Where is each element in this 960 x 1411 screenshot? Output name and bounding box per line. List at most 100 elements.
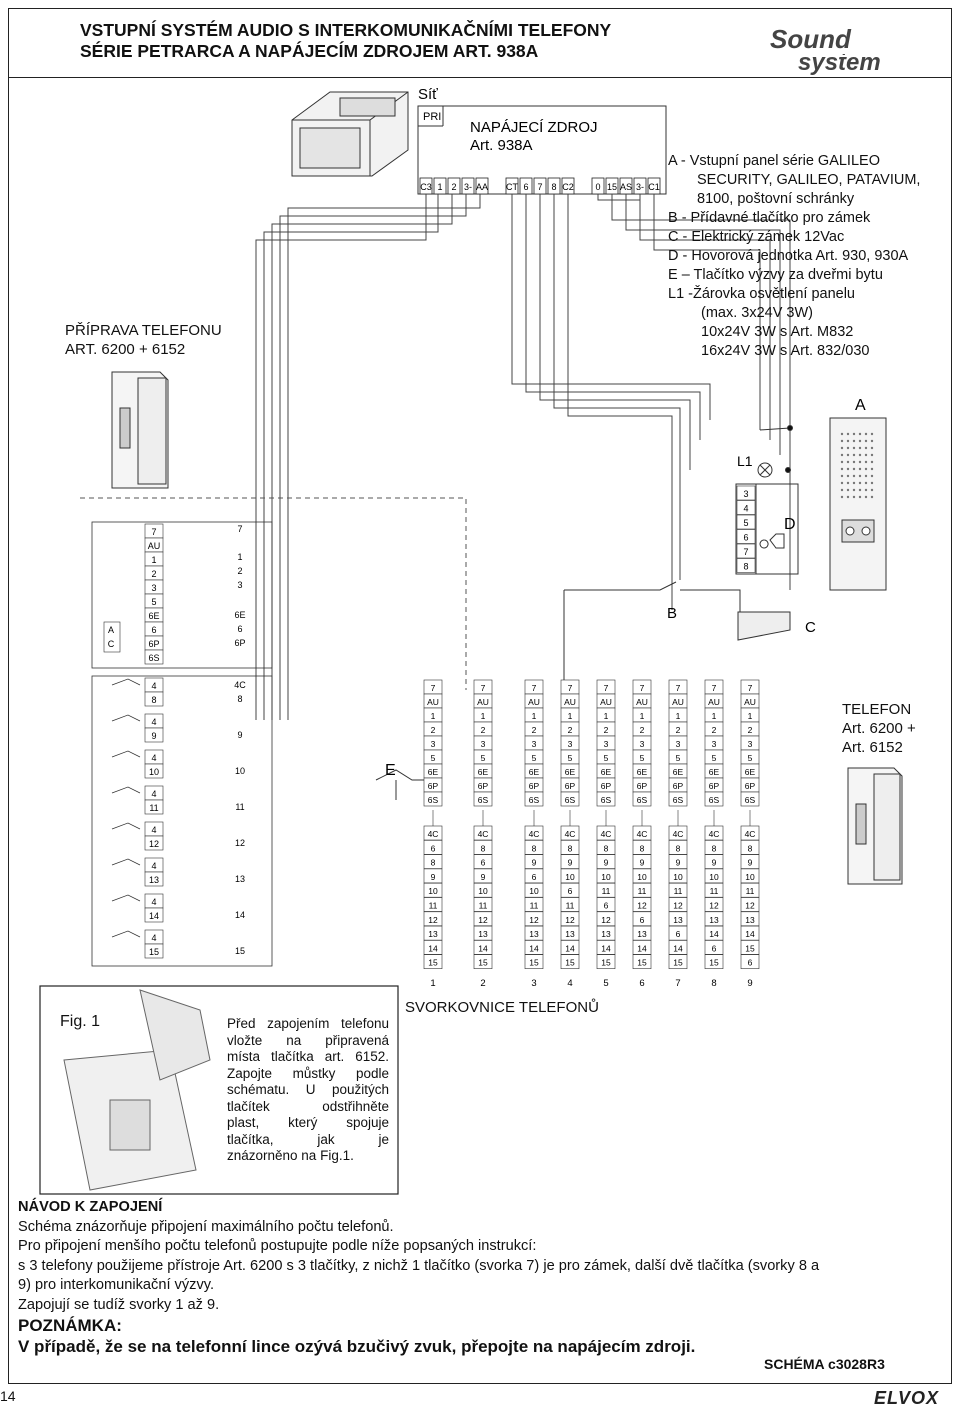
telephone-terminal-label: 4C [709, 829, 720, 839]
prep-terminal-label: 6E [148, 611, 159, 621]
note-heading: POZNÁMKA: [18, 1316, 122, 1335]
prep-terminal-label: 3 [151, 583, 156, 593]
terminal-block-label: SVORKOVNICE TELEFONŮ [405, 999, 599, 1016]
telephone-terminal-label: 5 [640, 753, 645, 763]
telephone-terminal-label: 6P [529, 781, 540, 791]
telephone-terminal-label: 9 [568, 858, 573, 868]
telephone-terminal-label: 3 [604, 739, 609, 749]
prep-button-terminal [144, 727, 164, 743]
ps-terminal-label: CT [506, 182, 518, 192]
grille-dot [852, 495, 856, 499]
grille-dot [840, 474, 844, 478]
ps-terminal [447, 177, 461, 195]
telephone-terminal-label: 11 [638, 886, 647, 896]
telephone-terminal [704, 854, 724, 869]
telephone-terminal-label: 1 [604, 711, 609, 721]
title-line-1: VSTUPNÍ SYSTÉM AUDIO S INTERKOMUNIKAČNÍM… [80, 20, 612, 40]
legend-item: B - Přídavné tlačítko pro zámek [668, 210, 871, 226]
telefon-label-line3: Art. 6152 [842, 739, 903, 756]
telephone-terminal [740, 791, 760, 807]
figure-note-line: Před zapojením telefonu [227, 1016, 389, 1031]
instructions-line: 9) pro interkomunikační výzvy. [18, 1277, 215, 1293]
telephone-number: 2 [480, 978, 485, 989]
prep-right-label: 1 [237, 552, 242, 562]
telephone-terminal-label: 4C [428, 829, 439, 839]
telephone-terminal-label: 6P [428, 781, 439, 791]
telephone-terminal [668, 791, 688, 807]
pri-label: PRI [423, 111, 441, 123]
telephone-terminal-label: 2 [568, 725, 573, 735]
telephone-terminal [668, 954, 688, 970]
grille-dot [840, 488, 844, 492]
telephone-terminal-label: 2 [532, 725, 537, 735]
telephone-terminal-label: 8 [481, 843, 486, 853]
telephone-terminal-label: 6S [478, 795, 489, 805]
telephone-terminal [473, 854, 493, 869]
prep-button-terminal-label: 11 [149, 803, 158, 813]
telephone-terminal-label: 8 [640, 843, 645, 853]
telephone-terminal [423, 954, 443, 970]
prep-button-terminal-label: 4 [151, 717, 156, 727]
grille-dot [840, 439, 844, 443]
telephone-terminal-label: 14 [709, 929, 719, 939]
telephone-number: 1 [430, 978, 435, 989]
telephone-terminal-label: 6 [640, 915, 645, 925]
grille-dot [864, 460, 868, 464]
telephone-terminal-label: 2 [604, 725, 609, 735]
telephone-terminal-label: 8 [604, 843, 609, 853]
telephone-terminal-label: 10 [478, 886, 488, 896]
prep-button-terminal-label: 4 [151, 789, 156, 799]
telephone-terminal-label: 6S [565, 795, 576, 805]
label-a: A [855, 397, 866, 414]
ps-terminal-label: 2 [451, 182, 456, 192]
ps-terminal-label: 0 [595, 182, 600, 192]
telephone-terminal-label: 1 [481, 711, 486, 721]
push-button-icon [111, 894, 141, 902]
telephone-terminal-label: 6 [568, 886, 573, 896]
telephone-terminal-label: 3 [640, 739, 645, 749]
prep-button-terminal-label: 4 [151, 897, 156, 907]
telephone-terminal-label: 11 [710, 886, 719, 896]
telephone-terminal-label: AU [528, 697, 540, 707]
telefon-label-line1: TELEFON [842, 701, 912, 718]
telephone-terminal [473, 954, 493, 970]
power-supply-device-icon [291, 91, 409, 177]
grille-dot [864, 432, 868, 436]
telephone-terminal-label: 7 [748, 683, 753, 693]
telephone-terminal-strips: 7AU12356E6P6S4C68910111213141517AU12356E… [423, 679, 760, 989]
telephone-terminal-label: 4C [529, 829, 540, 839]
telephone-terminal-label: 6P [478, 781, 489, 791]
grille-dot [852, 446, 856, 450]
grille-dot [846, 474, 850, 478]
telephone-terminal-label: 6E [745, 767, 756, 777]
telephone-handset-icon [847, 767, 903, 885]
grille-dot [840, 453, 844, 457]
telephone-terminal-label: AU [636, 697, 648, 707]
page-frame [8, 8, 952, 1384]
panel-terminal-label: 8 [743, 562, 748, 572]
prep-button-right-label: 12 [235, 838, 245, 848]
telephone-terminal-label: 6P [565, 781, 576, 791]
telephone-terminal-label: AU [708, 697, 720, 707]
prep-right-label: 6P [234, 638, 245, 648]
telephone-terminal-label: 7 [568, 683, 573, 693]
prep-button-terminal-label: 10 [149, 767, 159, 777]
telephone-terminal-label: 8 [748, 843, 753, 853]
telephone-terminal [560, 854, 580, 869]
panel-terminal [736, 500, 756, 515]
push-button-icon [111, 786, 141, 794]
prep-button-terminal-label: 14 [149, 911, 159, 921]
prep-button-terminal-label: 15 [149, 947, 159, 957]
telephone-terminal-label: 10 [428, 886, 438, 896]
grille-dot [858, 432, 862, 436]
figure-label: Fig. 1 [60, 1013, 101, 1030]
telephone-terminal-label: 11 [602, 886, 611, 896]
speaker-icon [769, 533, 785, 549]
prep-label-line2: ART. 6200 + 6152 [65, 341, 186, 358]
grille-dot [852, 488, 856, 492]
legend-item: D - Hovorová jednotka Art. 930, 930A [668, 248, 909, 264]
telephone-terminal-label: 5 [604, 753, 609, 763]
legend: A - Vstupní panel série GALILEO SECURITY… [668, 152, 920, 361]
telephone-terminal-label: 13 [529, 929, 539, 939]
panel-terminal-label: 5 [743, 518, 748, 528]
